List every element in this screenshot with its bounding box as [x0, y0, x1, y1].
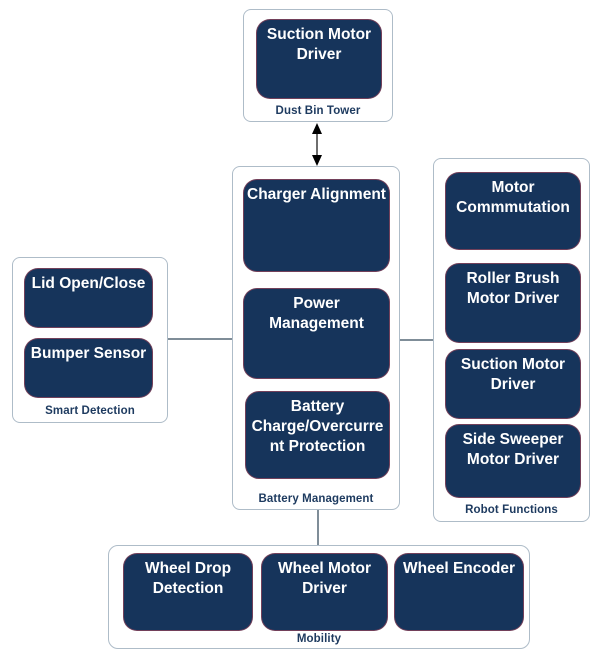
node-text: Driver	[490, 375, 536, 393]
node-text: Wheel Motor	[278, 560, 371, 577]
node-wheel-drop-detection: Wheel Drop Detection	[123, 553, 253, 631]
node-text: Roller Brush	[466, 270, 560, 287]
node-text: Lid Open/Close	[31, 275, 146, 292]
node-motor-commmutation: Motor Commmutation	[445, 172, 581, 250]
node-lid-open-close: Lid Open/Close	[24, 268, 153, 328]
group-label-battery-management: Battery Management	[258, 493, 374, 505]
node-battery-charge-overcurrent-protection: Battery Charge/Overcurre nt Protection	[245, 391, 390, 479]
node-power-management: Power Management	[243, 288, 390, 379]
node-bumper-sensor: Bumper Sensor	[24, 338, 153, 398]
node-text: Driver	[296, 45, 342, 63]
node-text: Detection	[152, 579, 224, 597]
connector-smart-detection-to-battery	[168, 338, 232, 340]
node-roller-brush-motor-driver: Roller Brush Motor Driver	[445, 263, 581, 343]
node-suction-motor-driver: Suction Motor Driver	[445, 349, 581, 419]
node-text: Wheel Encoder	[403, 560, 515, 577]
node-text: Driver	[302, 579, 347, 597]
group-label-robot-functions: Robot Functions	[465, 504, 558, 516]
node-text: Motor	[491, 179, 535, 196]
node-side-sweeper-motor-driver: Side Sweeper Motor Driver	[445, 424, 581, 498]
node-text: Bumper Sensor	[30, 345, 147, 362]
node-wheel-encoder: Wheel Encoder	[394, 553, 524, 631]
node-text: Suction Motor	[266, 26, 372, 43]
node-text: Suction Motor	[460, 356, 566, 373]
node-charger-alignment: Charger Alignment	[243, 179, 390, 272]
node-wheel-motor-driver: Wheel Motor Driver	[261, 553, 388, 631]
node-suction-motor-driver-tower: Suction Motor Driver	[256, 19, 382, 99]
node-text: Motor Driver	[466, 450, 560, 468]
node-text: Power	[293, 295, 340, 312]
group-mobility: Wheel Drop Detection Wheel Motor Driver …	[108, 545, 530, 649]
group-smart-detection: Lid Open/Close Bumper Sensor Smart Detec…	[12, 257, 168, 423]
group-label-smart-detection: Smart Detection	[45, 405, 135, 417]
connector-dust-bin-to-battery-arrow	[312, 123, 322, 166]
node-text: Management	[269, 314, 364, 332]
connector-battery-to-mobility	[317, 510, 319, 545]
node-text: Side Sweeper	[462, 431, 564, 448]
node-text: Charger Alignment	[247, 186, 386, 203]
node-text: Commmutation	[456, 198, 570, 216]
group-dust-bin-tower: Suction Motor Driver Dust Bin Tower	[243, 9, 393, 122]
node-text: Motor Driver	[466, 289, 560, 307]
group-label-dust-bin-tower: Dust Bin Tower	[275, 105, 361, 117]
node-text: Battery	[290, 398, 345, 415]
node-text: Wheel Drop	[144, 560, 232, 577]
group-label-mobility: Mobility	[296, 633, 342, 645]
node-text: Charge/Overcurre	[251, 417, 384, 435]
group-battery-management: Charger Alignment Power Management Batte…	[232, 166, 400, 510]
connector-battery-to-robot-functions	[400, 339, 433, 341]
group-robot-functions: Motor Commmutation Roller Brush Motor Dr…	[433, 158, 590, 522]
node-text: nt Protection	[269, 437, 366, 455]
